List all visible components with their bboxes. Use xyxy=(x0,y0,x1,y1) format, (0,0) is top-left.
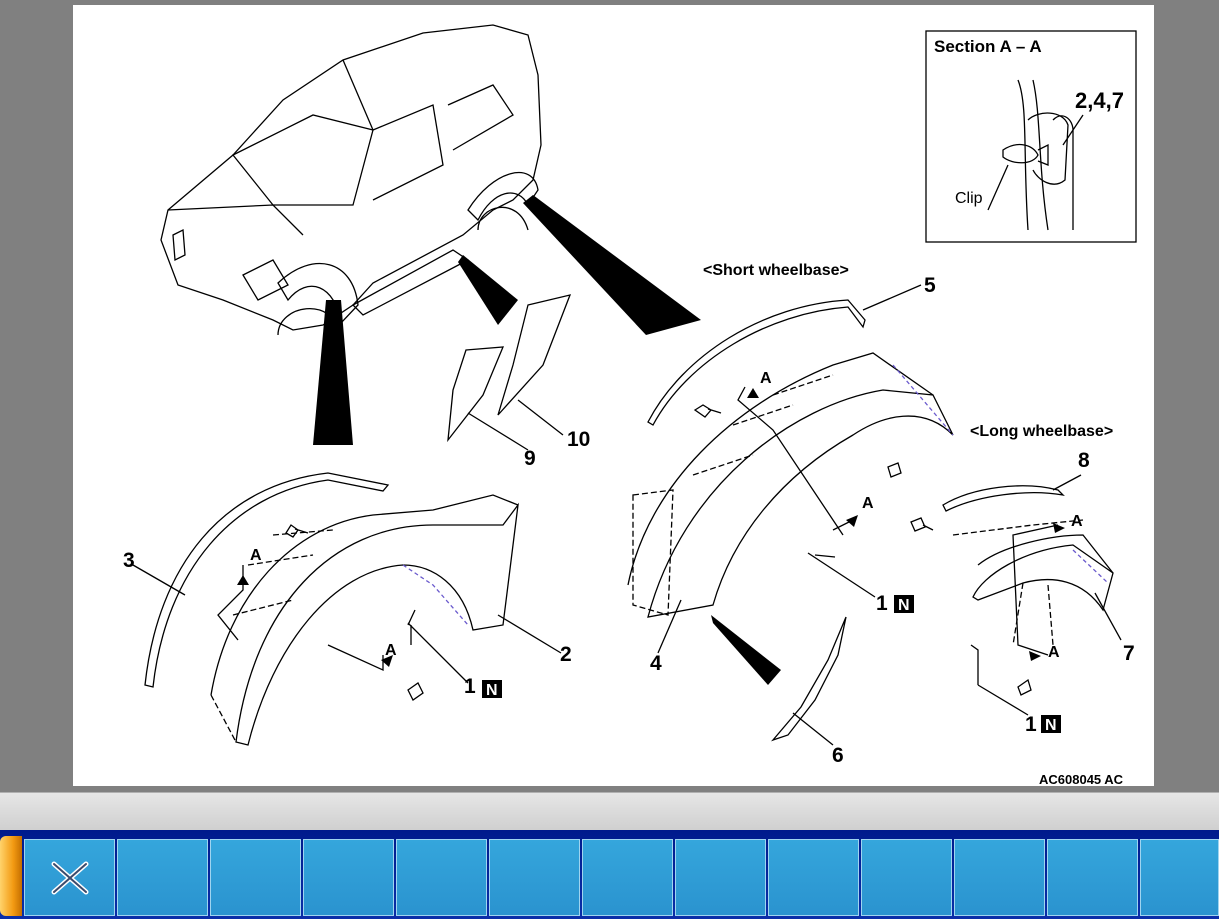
toolbar-button[interactable] xyxy=(954,839,1045,916)
toolbar-button[interactable] xyxy=(1140,839,1219,916)
new-part-badges: N N N xyxy=(482,595,1061,734)
toolbar-button[interactable] xyxy=(396,839,487,916)
section-mark-a: A xyxy=(862,495,874,512)
part-8-molding xyxy=(942,485,1065,512)
toolbar-button[interactable] xyxy=(1047,839,1138,916)
toolbar-button[interactable] xyxy=(303,839,394,916)
section-mark-a: A xyxy=(250,547,262,564)
part-6 xyxy=(771,616,847,742)
new-part-badge: N xyxy=(1045,717,1057,734)
part-2-liner xyxy=(210,494,519,746)
short-wheelbase-label: <Short wheelbase> xyxy=(703,262,849,279)
part-9 xyxy=(447,346,505,443)
callout-8: 8 xyxy=(1078,449,1090,472)
long-wheelbase-label: <Long wheelbase> xyxy=(970,423,1113,440)
pointer-wedges xyxy=(313,195,781,685)
section-inset-box xyxy=(925,30,1137,243)
section-mark-a: A xyxy=(760,370,772,387)
part-3-molding xyxy=(144,472,390,688)
callout-2: 2 xyxy=(560,643,572,666)
toolbar-button[interactable] xyxy=(117,839,208,916)
status-band xyxy=(0,792,1219,831)
section-mark-a: A xyxy=(1048,644,1060,661)
callout-3: 3 xyxy=(123,549,135,572)
section-callout: 2,4,7 xyxy=(1075,88,1124,113)
bottom-toolbar xyxy=(0,830,1219,919)
toolbar-button[interactable] xyxy=(210,839,301,916)
section-arrowheads xyxy=(237,388,1065,667)
section-mark-a: A xyxy=(385,642,397,659)
part-4-liner xyxy=(627,352,954,618)
part-10 xyxy=(497,294,572,416)
close-button[interactable] xyxy=(24,839,115,916)
labels: Section A – A 2,4,7 Clip <Short wheelbas… xyxy=(123,37,1135,786)
toolbar-edge-tab[interactable] xyxy=(0,836,22,916)
section-inset-drawing xyxy=(987,79,1084,231)
toolbar-button[interactable] xyxy=(861,839,952,916)
callout-6: 6 xyxy=(832,744,844,767)
clip-label: Clip xyxy=(955,190,983,207)
part-7-liner xyxy=(952,519,1114,646)
parts-diagram: Section A – A 2,4,7 Clip <Short wheelbas… xyxy=(73,5,1154,786)
section-title: Section A – A xyxy=(934,37,1042,56)
callout-5: 5 xyxy=(924,274,936,297)
callout-1: 1 xyxy=(876,592,888,615)
callout-7: 7 xyxy=(1123,642,1135,665)
close-icon xyxy=(51,861,89,895)
figure-code: AC608045 AC xyxy=(1039,772,1124,786)
callout-1: 1 xyxy=(464,675,476,698)
toolbar-button[interactable] xyxy=(582,839,673,916)
callout-9: 9 xyxy=(524,447,536,470)
new-part-badge: N xyxy=(898,597,910,614)
callout-10: 10 xyxy=(567,428,590,451)
toolbar-button[interactable] xyxy=(768,839,859,916)
callout-4: 4 xyxy=(650,652,662,675)
toolbar-button[interactable] xyxy=(489,839,580,916)
toolbar-button[interactable] xyxy=(675,839,766,916)
new-part-badge: N xyxy=(486,682,498,699)
section-mark-a: A xyxy=(1071,513,1083,530)
part-5-molding xyxy=(647,299,866,426)
diagram-drawing: Section A – A 2,4,7 Clip <Short wheelbas… xyxy=(123,24,1137,786)
vehicle-outline xyxy=(160,24,542,336)
callout-1: 1 xyxy=(1025,713,1037,736)
